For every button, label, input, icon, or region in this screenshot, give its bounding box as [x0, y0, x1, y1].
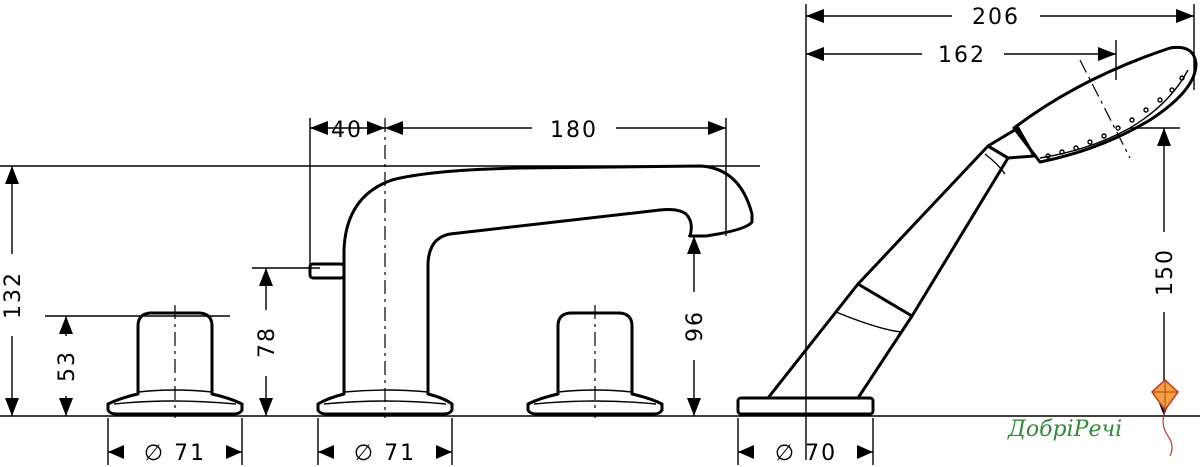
extension-lines [0, 4, 1200, 465]
left-handle [106, 305, 244, 418]
dim-206: 206 [806, 5, 1194, 30]
spray-nozzles [1045, 75, 1185, 159]
dim-handshower-diameter: ∅ 70 [738, 441, 873, 466]
dim-left-diameter-label: ∅ 71 [144, 441, 206, 466]
dim-40-label: 40 [331, 118, 363, 143]
dim-96-label: 96 [683, 310, 708, 342]
dim-78-label: 78 [255, 326, 280, 358]
dim-162-label: 162 [938, 43, 986, 68]
watermark-logo: ДобріРечі [1007, 378, 1179, 457]
dim-150-label: 150 [1153, 248, 1178, 296]
dim-spout-diameter-label: ∅ 71 [354, 441, 416, 466]
dim-40: 40 [310, 118, 385, 143]
dim-96: 96 [683, 236, 708, 416]
dim-180-label: 180 [550, 118, 598, 143]
spout [308, 118, 754, 418]
dim-150: 150 [1153, 128, 1178, 416]
right-handle [526, 305, 664, 418]
logo-text: ДобріРечі [1007, 417, 1122, 442]
dim-78: 78 [255, 268, 280, 416]
dim-206-label: 206 [972, 5, 1020, 30]
dim-162: 162 [806, 43, 1116, 68]
dim-132-label: 132 [1, 271, 26, 319]
dim-handshower-diameter-label: ∅ 70 [775, 441, 837, 466]
dim-132: 132 [1, 166, 26, 416]
dim-180: 180 [385, 118, 726, 143]
handshower [736, 45, 1198, 416]
kite-icon [1151, 378, 1179, 457]
dim-53: 53 [55, 316, 80, 416]
dim-spout-diameter: ∅ 71 [318, 441, 452, 466]
dim-53-label: 53 [55, 350, 80, 382]
dim-left-handle-diameter: ∅ 71 [108, 441, 242, 466]
